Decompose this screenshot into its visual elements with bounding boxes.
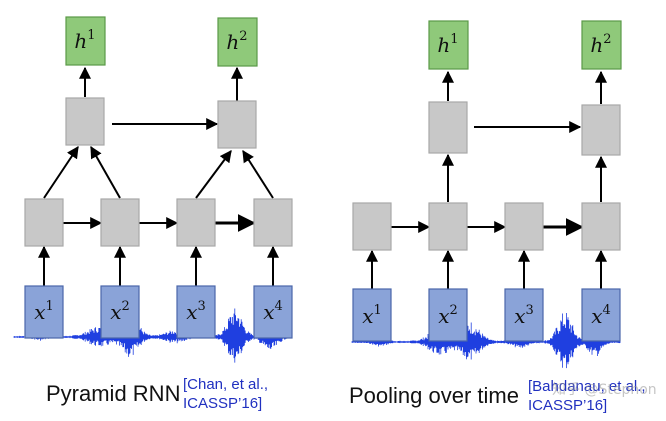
right-hidden-node-1: [352, 202, 392, 251]
right-caption: Pooling over time: [349, 383, 519, 408]
left-input-label-4: x4: [263, 299, 283, 324]
right-output-label-1: h1: [437, 32, 458, 57]
left-output-label-1: h1: [74, 28, 95, 53]
right-input-label-4: x4: [591, 303, 611, 328]
left-hidden-node-3: [176, 198, 216, 247]
right-upper-node-1: [428, 101, 468, 154]
right-output-label-2: h2: [590, 32, 611, 57]
left-input-node-1: [24, 285, 64, 339]
left-hidden-node-2: [100, 198, 140, 247]
right-input-node-3: [504, 288, 544, 342]
right-input-node-4: [581, 288, 621, 342]
left-input-node-3: [176, 285, 216, 339]
watermark: 知乎 @Stephon: [552, 382, 657, 398]
right-reference-line1: [Bahdanau, et al.,: [528, 378, 646, 395]
right-output-node-1: [428, 20, 469, 70]
right-hidden-node-2: [428, 202, 468, 251]
left-pyramid-arrow-1: [43, 146, 79, 199]
left-input-node-2: [100, 285, 140, 339]
left-input-label-2: x2: [110, 299, 130, 324]
left-input-label-1: x1: [34, 299, 54, 324]
right-reference-line2: ICASSP’16]: [528, 397, 608, 414]
right-input-node-2: [428, 288, 468, 342]
right-input-label-1: x1: [362, 303, 382, 328]
right-upper-node-2: [581, 104, 621, 156]
left-pyramid-arrow-3: [195, 150, 232, 199]
left-input-node-4: [253, 285, 293, 339]
left-upper-node-2: [217, 100, 257, 149]
right-output-node-2: [581, 20, 622, 70]
left-pyramid-arrow-2: [90, 145, 121, 199]
left-reference-line2: ICASSP’16]: [183, 395, 263, 412]
right-hidden-node-3: [504, 202, 544, 251]
left-caption: Pyramid RNN: [46, 381, 181, 406]
left-output-node-2: [217, 17, 258, 67]
right-input-label-3: x3: [514, 303, 534, 328]
left-hidden-node-4: [253, 198, 293, 247]
right-input-label-2: x2: [438, 303, 458, 328]
right-reference: [Bahdanau, et al., ICASSP’16]: [528, 377, 646, 415]
right-waveform: [351, 313, 621, 369]
right-input-node-1: [352, 288, 392, 342]
right-hidden-node-4: [581, 202, 621, 251]
left-hidden-node-1: [24, 198, 64, 247]
left-reference: [Chan, et al., ICASSP’16]: [183, 375, 268, 413]
left-upper-node-1: [65, 97, 105, 146]
left-pyramid-arrow-4: [242, 149, 274, 199]
left-reference-line1: [Chan, et al.,: [183, 376, 269, 393]
left-input-label-3: x3: [186, 299, 206, 324]
left-output-node-1: [65, 16, 106, 66]
left-output-label-2: h2: [226, 29, 247, 54]
